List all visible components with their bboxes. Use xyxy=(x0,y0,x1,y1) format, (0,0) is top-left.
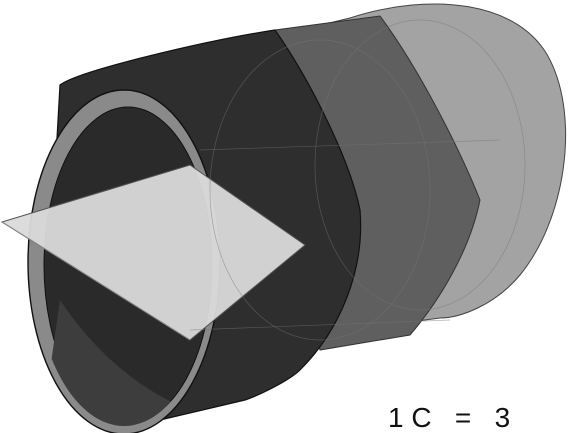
cutting-plane-edge xyxy=(1,221,191,341)
tube-interior-shading xyxy=(40,300,214,426)
hidden-edges xyxy=(189,19,526,341)
caption: 1 C = 3 xyxy=(388,402,510,433)
